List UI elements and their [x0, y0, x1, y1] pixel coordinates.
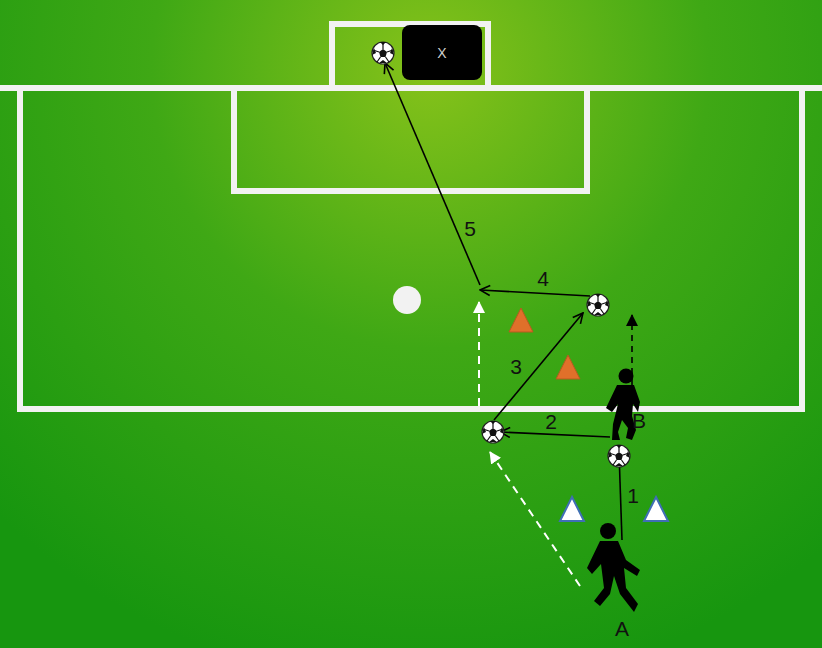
- callout-number: 4: [537, 268, 549, 289]
- penalty-spot: [393, 286, 421, 314]
- node-text: X: [437, 46, 446, 60]
- ball: [608, 445, 630, 467]
- player-run: [478, 302, 480, 406]
- player-run: [631, 315, 633, 396]
- pass-lines: [385, 63, 622, 540]
- callout-number: 1: [627, 485, 639, 506]
- cone: [560, 497, 584, 521]
- player-label: A: [615, 618, 629, 639]
- cone: [644, 497, 668, 521]
- goalkeeper-box: X: [402, 25, 482, 80]
- cone: [509, 308, 533, 332]
- ball: [372, 42, 394, 64]
- callout-number: 2: [545, 411, 557, 432]
- callout-number: 3: [510, 356, 522, 377]
- cone: [556, 355, 580, 379]
- ball: [482, 421, 504, 443]
- player-silhouette: [587, 523, 640, 612]
- pitch-lines: [0, 24, 822, 409]
- ball: [587, 294, 609, 316]
- callout-number: 5: [464, 218, 476, 239]
- player-run: [490, 452, 580, 586]
- player-label: B: [632, 410, 646, 431]
